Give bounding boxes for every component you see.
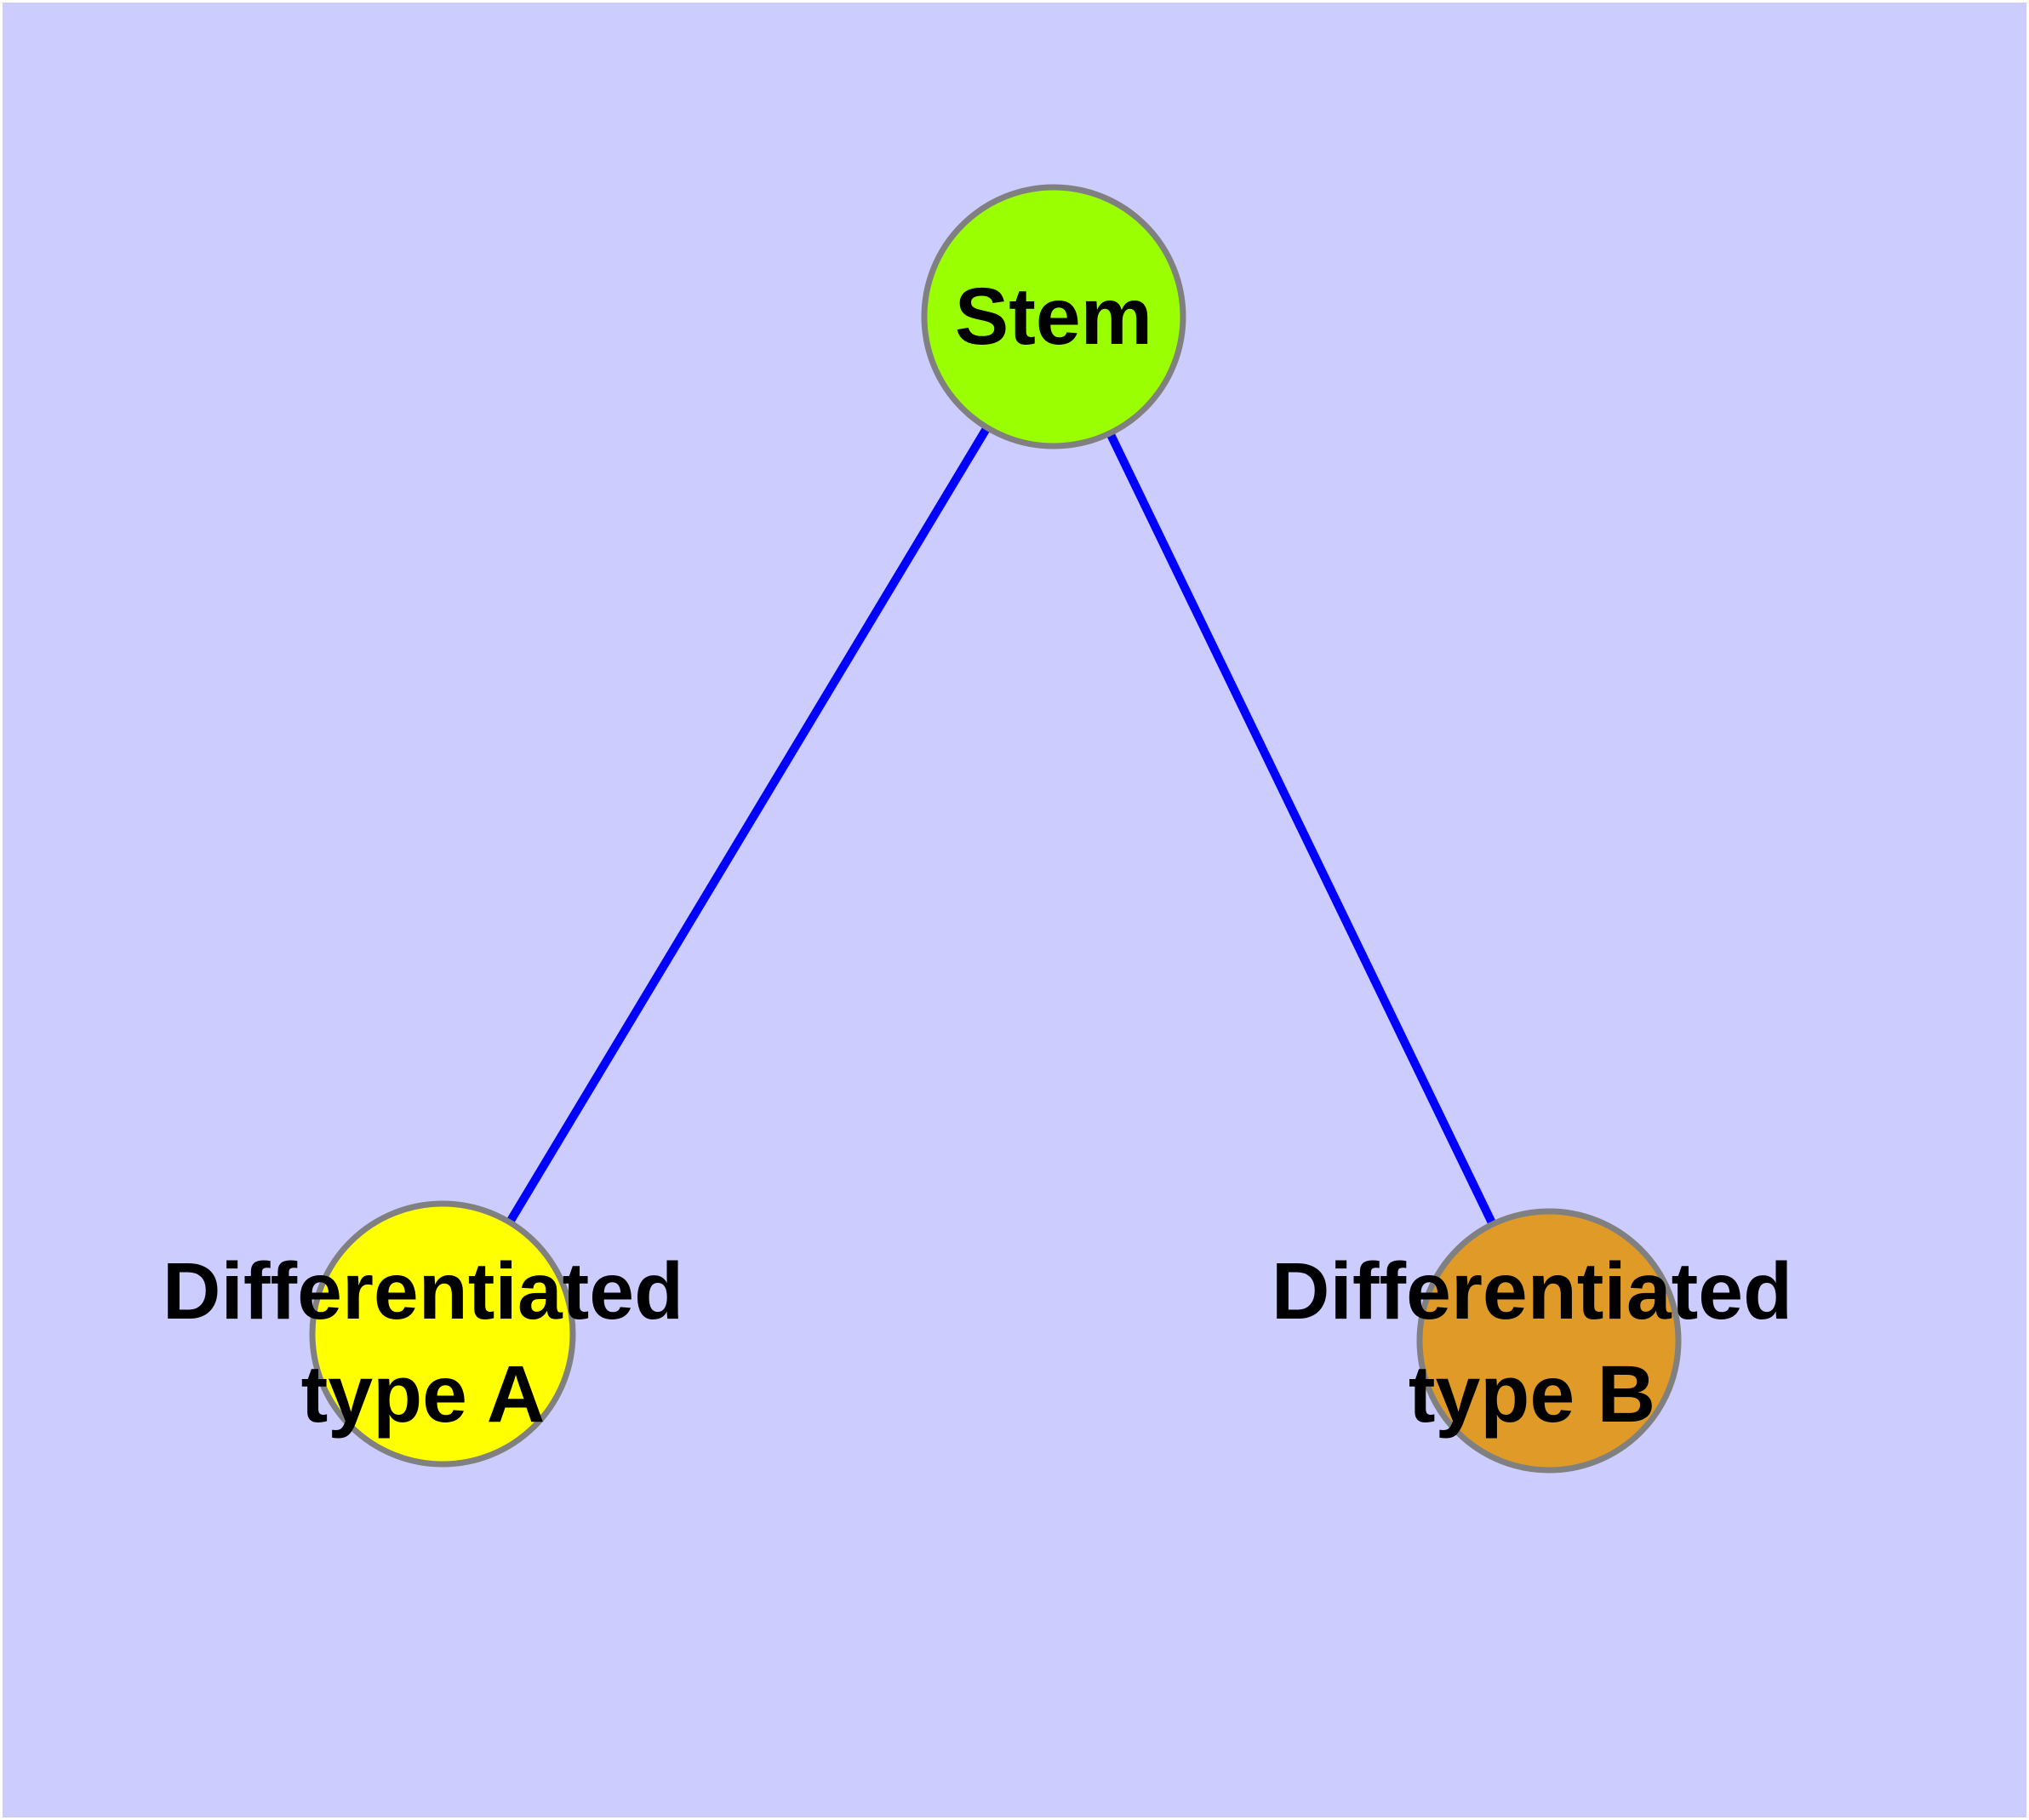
node-label-differentiated-type-b-line2: type B [1409,1349,1655,1439]
node-label-differentiated-type-a-line2: type A [301,1349,546,1439]
edge-stem-to-differentiated-type-a[interactable] [438,314,1058,1336]
edge-stem-to-differentiated-type-b[interactable] [1049,314,1553,1343]
node-circle-differentiated-type-b[interactable] [1416,1208,1682,1474]
nodes-layer [309,184,1682,1474]
node-labels-layer: Stem Differentiated type A Differentiate… [163,272,1792,1439]
node-circle-stem[interactable] [921,184,1186,449]
node-label-differentiated-type-b-line1: Differentiated [1272,1246,1792,1336]
edges-layer [438,314,1553,1343]
node-label-stem: Stem [955,272,1152,362]
node-label-differentiated-type-a-line1: Differentiated [163,1246,683,1336]
node-circle-differentiated-type-a[interactable] [309,1200,576,1468]
